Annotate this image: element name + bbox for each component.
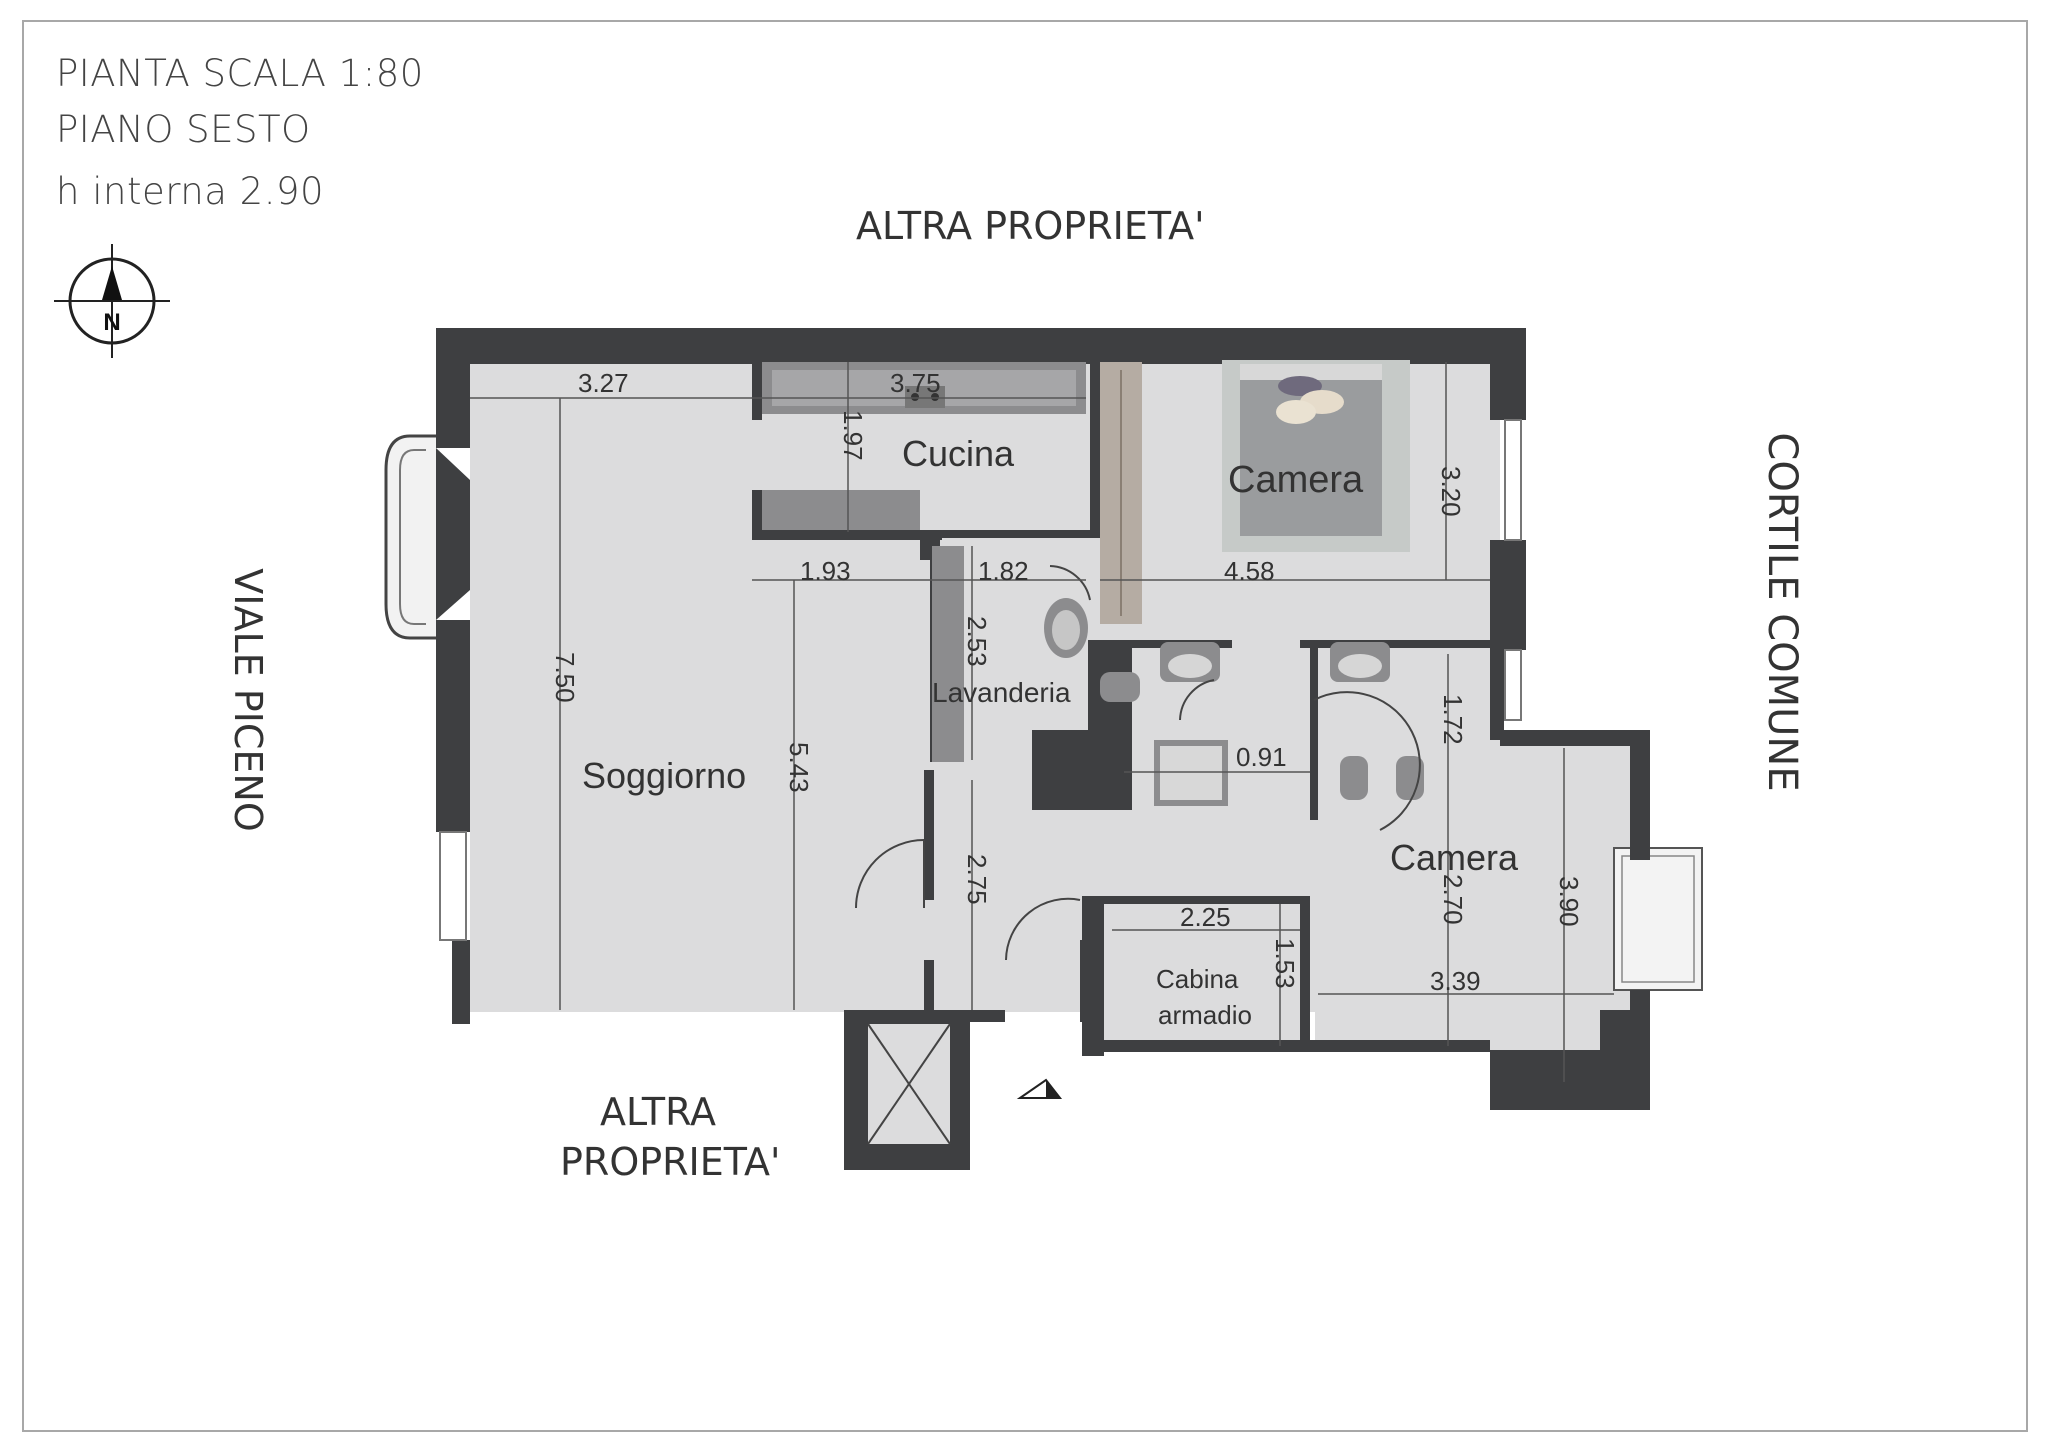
- wardrobe: [1100, 362, 1142, 624]
- bay-window: [384, 434, 440, 640]
- floor-label: PIANO SESTO: [56, 108, 311, 151]
- north-neighbor-label: ALTRA PROPRIETA': [856, 204, 1205, 248]
- dim-225: 2.25: [1180, 902, 1231, 932]
- room-camera-2: Camera: [1390, 837, 1519, 878]
- dim-390: 3.90: [1554, 876, 1584, 927]
- room-cabina-1: Cabina: [1156, 964, 1239, 994]
- room-cabina-2: armadio: [1158, 1000, 1252, 1030]
- dim-153: 1.53: [1270, 938, 1300, 989]
- room-soggiorno: Soggiorno: [582, 755, 746, 796]
- north-label: N: [103, 309, 120, 336]
- doors: [855, 565, 1421, 961]
- entrance-icon: [1016, 1078, 1063, 1099]
- dim-091: 0.91: [1236, 742, 1287, 772]
- walls: [436, 328, 1650, 1110]
- page-border: [22, 20, 2028, 1432]
- kitchen-furniture: [762, 362, 1086, 762]
- room-lavanderia: Lavanderia: [932, 677, 1071, 708]
- room-labels: Soggiorno Cucina Camera Lavanderia Camer…: [582, 433, 1519, 1030]
- dim-750: 7.50: [550, 652, 580, 703]
- height-label: h interna 2.90: [56, 170, 325, 213]
- dim-327: 3.27: [578, 368, 629, 398]
- room-cucina: Cucina: [902, 433, 1015, 474]
- north-arrow-icon: N: [54, 244, 170, 358]
- room-camera-1: Camera: [1228, 459, 1364, 501]
- dim-172: 1.72: [1438, 694, 1468, 745]
- dimension-lines: [470, 362, 1614, 1082]
- dimension-values: 3.27 3.75 1.97 1.93 1.82 4.58 3.20 7.50 …: [550, 368, 1584, 996]
- dim-270: 2.70: [1438, 874, 1468, 925]
- bathroom-fixtures: [1044, 598, 1424, 806]
- dim-193: 1.93: [800, 556, 851, 586]
- dim-182: 1.82: [978, 556, 1029, 586]
- dim-253: 2.53: [962, 616, 992, 667]
- south-neighbor-label-1: ALTRA: [600, 1090, 717, 1134]
- dim-339: 3.39: [1430, 966, 1481, 996]
- east-balcony: [1613, 847, 1703, 991]
- dim-458: 4.58: [1224, 556, 1275, 586]
- dim-375: 3.75: [890, 368, 941, 398]
- scale-label: PIANTA SCALA 1:80: [56, 52, 424, 95]
- dim-320: 3.20: [1436, 466, 1466, 517]
- dim-275: 2.75: [962, 854, 992, 905]
- dim-543: 5.43: [784, 742, 814, 793]
- south-neighbor-label-2: PROPRIETA': [560, 1140, 781, 1184]
- lift-shaft: [844, 1010, 970, 1170]
- dim-197: 1.97: [838, 410, 868, 461]
- windows: [439, 419, 1522, 941]
- bed: [1222, 360, 1410, 552]
